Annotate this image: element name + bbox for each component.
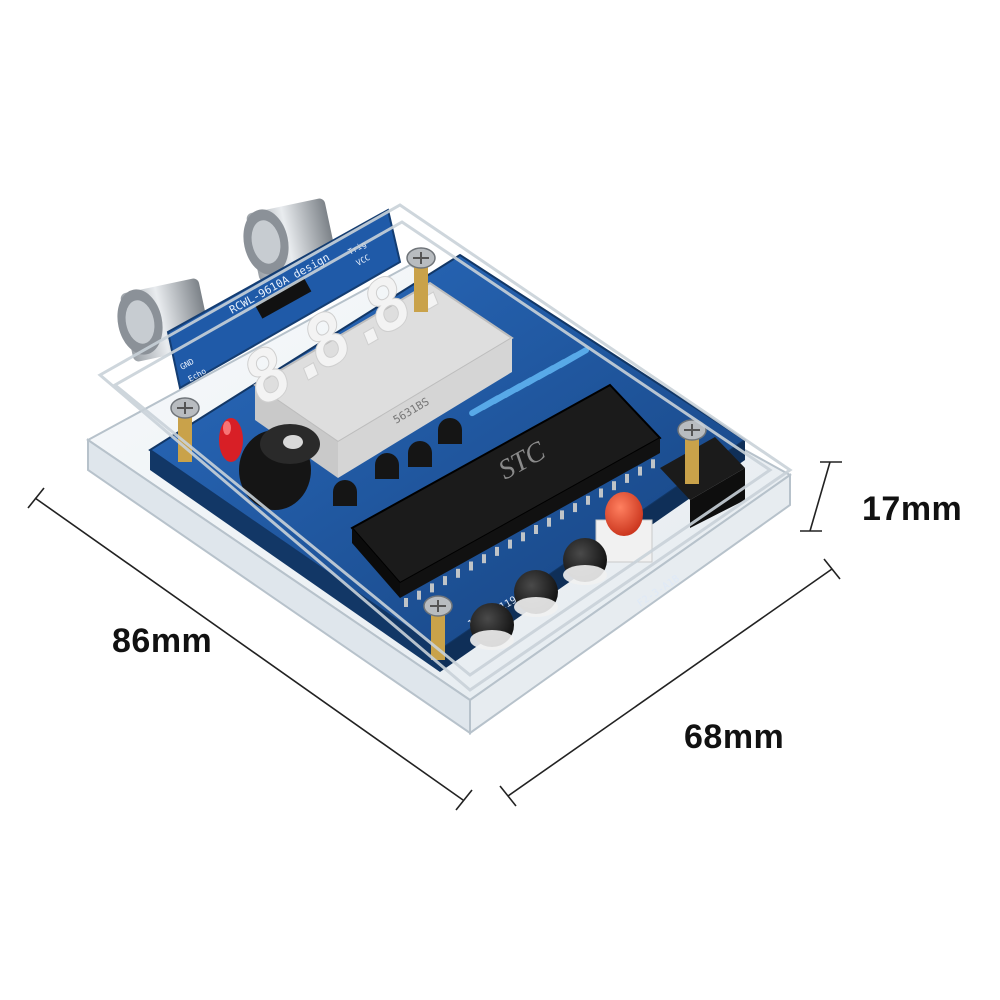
dimension-line-width — [507, 568, 833, 797]
reset-button — [595, 492, 653, 563]
buzzer-icon — [239, 424, 320, 510]
screw-icon — [423, 595, 453, 660]
chip-pin — [534, 525, 538, 534]
chip-pin — [638, 466, 642, 476]
chip-pin — [495, 546, 499, 556]
chip-pin — [612, 481, 616, 491]
chip-pin — [586, 495, 590, 505]
chip-pin — [651, 459, 655, 469]
resistor — [557, 347, 590, 369]
dimension-line-height — [809, 461, 831, 532]
dc-jack-icon — [660, 437, 745, 528]
screw-icon — [406, 247, 436, 312]
chip-pin — [430, 583, 434, 593]
chip-pin — [456, 568, 460, 578]
chip-pin — [417, 590, 421, 600]
chip-pin — [625, 473, 629, 483]
transistors — [333, 418, 462, 506]
red-led — [219, 418, 243, 462]
push-buttons — [470, 492, 653, 650]
length-dimension-label: 86mm — [112, 622, 213, 660]
resistor-array — [469, 347, 590, 417]
chip-pin — [404, 598, 408, 607]
height-dimension-label: 17mm — [862, 490, 963, 528]
chip-pin — [547, 517, 551, 527]
screw-icon — [677, 419, 707, 484]
push-button — [563, 538, 607, 585]
chip-pin — [599, 488, 603, 498]
screws — [170, 247, 707, 660]
acrylic-top-frame — [97, 203, 793, 692]
chip-pin — [573, 503, 577, 513]
chip-pin — [508, 539, 512, 549]
dimension-lines — [27, 461, 842, 811]
dimension-line-length — [34, 497, 464, 801]
push-button — [470, 603, 514, 650]
chip-pin — [521, 532, 525, 542]
width-dimension-label: 68mm — [684, 718, 785, 756]
chip-pin — [482, 554, 486, 564]
chip-pin — [560, 510, 564, 520]
chip-pin — [469, 561, 473, 571]
chip-pin — [443, 576, 447, 586]
push-button — [514, 570, 558, 617]
